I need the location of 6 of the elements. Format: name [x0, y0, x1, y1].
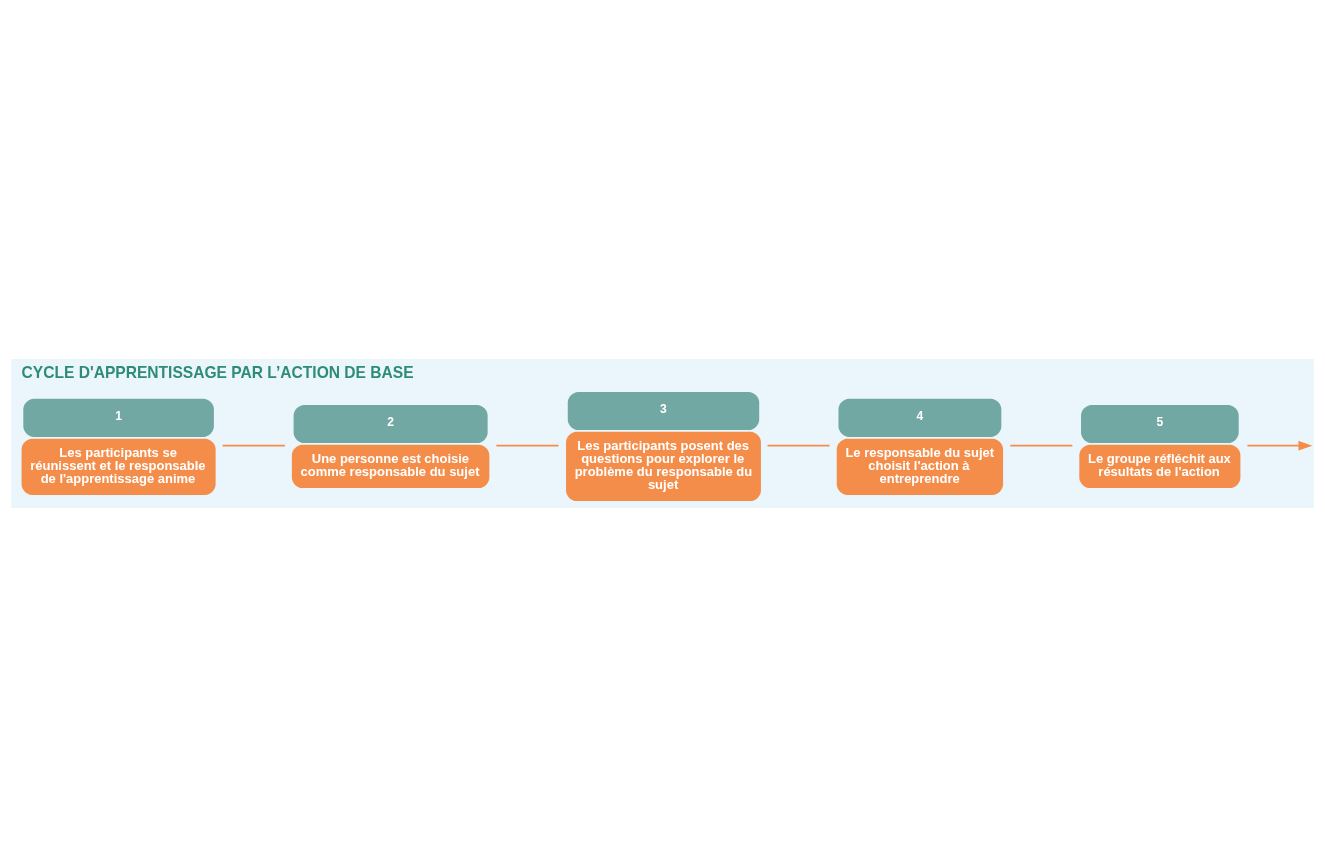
connector: [766, 444, 831, 447]
connector: [221, 444, 286, 447]
diagram-title: CYCLE D'APPRENTISSAGE PAR L’ACTION DE BASE: [21, 363, 414, 381]
connector: [1009, 444, 1074, 447]
connector: [495, 444, 560, 447]
arrow: [1246, 440, 1313, 451]
